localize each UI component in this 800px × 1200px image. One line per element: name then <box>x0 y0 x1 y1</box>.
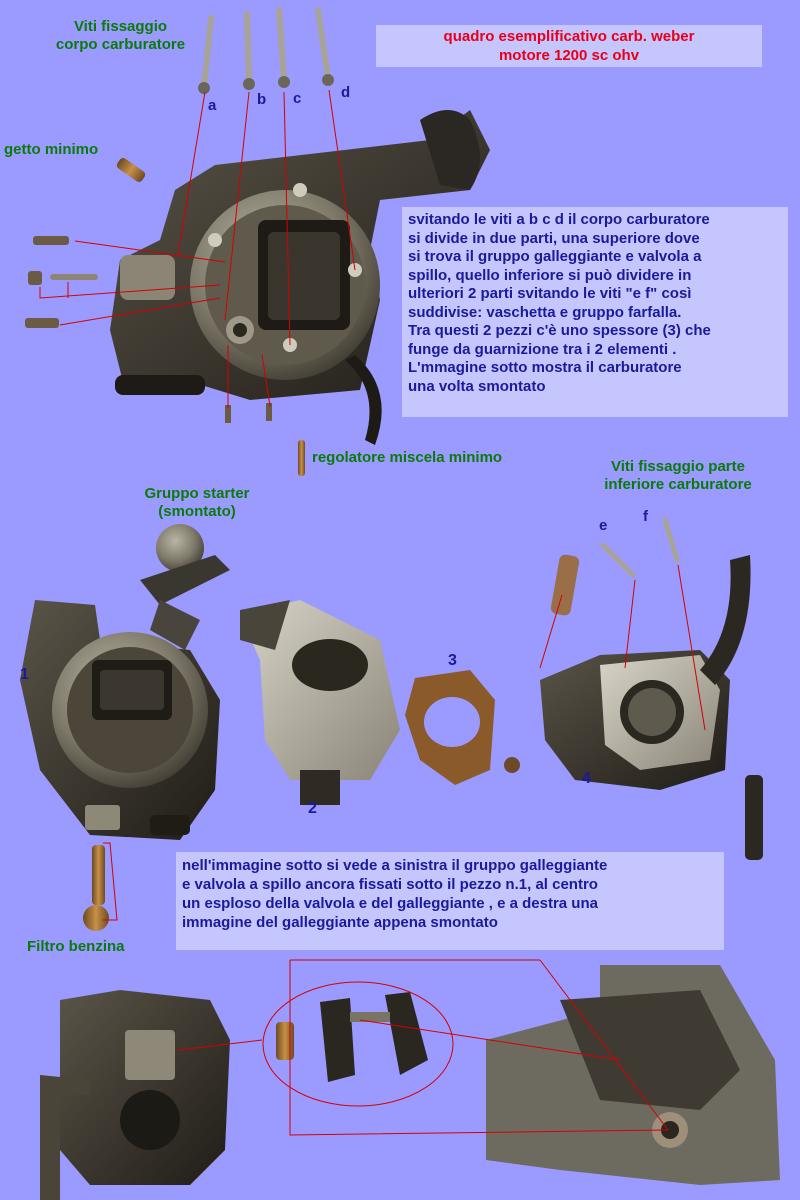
info-1-line-8: funge da guarnizione tra i 2 elementi . <box>408 340 677 358</box>
label-getto-minimo: getto minimo <box>4 141 99 158</box>
carburetor-top-photo <box>110 110 490 445</box>
info-2-line-4: immagine del galleggiante appena smontat… <box>182 914 498 931</box>
part-2-photo <box>240 600 400 805</box>
info-box-float-valve: nell'immagine sotto si vede a sinistra i… <box>176 852 724 950</box>
letter-d: d <box>341 84 351 101</box>
info-1-line-3: si trova il gruppo galleggiante e valvol… <box>408 248 702 265</box>
info-1-line-5: ulteriori 2 parti svitando le viti "e f"… <box>408 285 692 302</box>
part-3-gasket-photo <box>405 670 495 785</box>
label-viti-parte-line-1: Viti fissaggio parte <box>611 458 745 475</box>
bottom-right-photo <box>486 965 780 1185</box>
letter-f: f <box>643 508 648 525</box>
title-box: quadro esemplificativo carb. weber motor… <box>376 25 762 67</box>
info-2-line-2: e valvola a spillo ancora fissati sotto … <box>182 876 598 893</box>
part-number-4: 4 <box>582 770 591 787</box>
info-1-line-6: suddivise: vaschetta e gruppo farfalla. <box>408 303 682 321</box>
label-viti-parte-line-2: inferiore carburatore <box>604 476 752 493</box>
info-1-line-7: Tra questi 2 pezzi c'è uno spessore (3) … <box>408 322 711 339</box>
title-line-2: motore 1200 sc ohv <box>498 47 640 64</box>
info-1-line-2: si divide in due parti, una superiore do… <box>408 229 700 247</box>
info-1-line-4: spillo, quello inferiore si può dividere… <box>408 266 692 284</box>
info-box-disassembly: svitando le viti a b c d il corpo carbur… <box>402 207 788 417</box>
info-1-line-10: una volta smontato <box>408 377 546 395</box>
label-viti-corpo-line-2: corpo carburatore <box>55 36 186 53</box>
part-1-photo <box>20 600 220 931</box>
bottom-left-photo <box>40 990 230 1200</box>
label-viti-parte-inferiore: Viti fissaggio parte inferiore carburato… <box>568 458 788 494</box>
label-regolatore: regolatore miscela minimo <box>312 449 503 466</box>
label-gruppo-starter-line-1: Gruppo starter <box>144 485 250 502</box>
part-number-1: 1 <box>20 666 29 683</box>
label-gruppo-starter: Gruppo starter (smontato) <box>112 485 282 521</box>
small-jets <box>25 158 305 476</box>
label-viti-corpo: Viti fissaggio corpo carburatore <box>28 18 213 54</box>
part-4-photo <box>504 517 763 860</box>
letter-b: b <box>257 91 267 108</box>
letter-e: e <box>599 517 608 534</box>
label-filtro-benzina: Filtro benzina <box>27 938 125 955</box>
exploded-float-photo <box>276 992 428 1082</box>
label-viti-corpo-line-1: Viti fissaggio <box>73 18 168 35</box>
letter-c: c <box>293 90 302 107</box>
title-line-1: quadro esemplificativo carb. weber <box>443 28 695 45</box>
screws-abcd <box>198 7 334 94</box>
part-number-2: 2 <box>308 800 317 817</box>
part-number-3: 3 <box>448 652 457 669</box>
label-gruppo-starter-line-2: (smontato) <box>158 503 236 520</box>
starter-group-photo <box>140 524 230 650</box>
info-1-line-9: L'mmagine sotto mostra il carburatore <box>408 359 682 376</box>
leader-lines <box>39 89 706 1136</box>
info-1-line-1: svitando le viti a b c d il corpo carbur… <box>408 211 710 228</box>
info-2-line-3: un esploso della valvola e del galleggia… <box>182 895 598 912</box>
letter-a: a <box>208 97 217 114</box>
info-2-line-1: nell'immagine sotto si vede a sinistra i… <box>182 857 608 874</box>
